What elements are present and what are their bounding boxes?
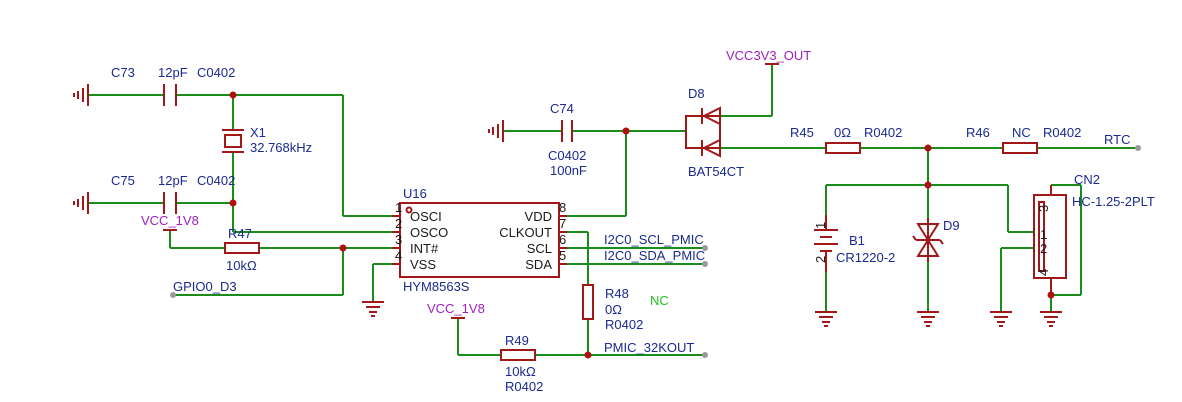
u16-pin7-name: CLKOUT xyxy=(499,225,552,240)
u16-pin5-name: SDA xyxy=(525,257,552,272)
u16-pin6-name: SCL xyxy=(527,241,552,256)
ground-u16-icon xyxy=(362,301,384,317)
b1-part: CR1220-2 xyxy=(836,250,895,265)
battery-b1-icon xyxy=(814,215,838,272)
u16-pin1-name: OSCI xyxy=(410,209,442,224)
vcc-1v8-label-lower: VCC_1V8 xyxy=(427,301,485,316)
crystal-x1-icon xyxy=(222,129,244,153)
ground-symbols xyxy=(73,84,1062,327)
c74-ref: C74 xyxy=(550,101,574,116)
ground-b1-icon xyxy=(815,311,837,327)
vcc-1v8-label-left: VCC_1V8 xyxy=(141,213,199,228)
u16-pin2-name: OSCO xyxy=(410,225,448,240)
r48-ref: R48 xyxy=(605,286,629,301)
r48-footprint: R0402 xyxy=(605,317,643,332)
c73-value: 12pF xyxy=(158,65,188,80)
b1-ref: B1 xyxy=(849,233,865,248)
d8-ref: D8 xyxy=(688,86,705,101)
u16-part: HYM8563S xyxy=(403,279,470,294)
r45-value: 0Ω xyxy=(834,125,851,140)
u16-ref: U16 xyxy=(403,186,427,201)
vcc3v3-out-label: VCC3V3_OUT xyxy=(726,48,811,63)
diode-d8-icon xyxy=(685,106,721,158)
ground-cn2-shield-icon xyxy=(1040,311,1062,327)
connector-cn2-icon xyxy=(1033,185,1067,295)
cn2-pin1-num: 1 xyxy=(1040,227,1047,242)
x1-ref: X1 xyxy=(250,125,266,140)
tvs-diode-d9-icon xyxy=(912,218,944,262)
c75-footprint: C0402 xyxy=(197,173,235,188)
r46-footprint: R0402 xyxy=(1043,125,1081,140)
r45-footprint: R0402 xyxy=(864,125,902,140)
resistor-r47-icon xyxy=(224,242,260,254)
i2c0-scl-net-label: I2C0_SCL_PMIC xyxy=(604,232,704,247)
r48-nc-note: NC xyxy=(650,293,669,308)
ground-c73-icon xyxy=(73,84,89,106)
r47-value: 10kΩ xyxy=(226,258,257,273)
cn2-ref: CN2 xyxy=(1074,172,1100,187)
u16-pin4-name: VSS xyxy=(410,257,436,272)
cn2-pin4-num: 4 xyxy=(1036,269,1051,276)
b1-pin1-num: 1 xyxy=(813,222,828,229)
u16-pin4-num: 4 xyxy=(395,248,402,263)
ic-u16-body xyxy=(399,202,560,278)
u16-pin6-num: 6 xyxy=(559,232,566,247)
u16-pin7-num: 7 xyxy=(559,216,566,231)
wires xyxy=(88,64,1138,356)
ground-d9-icon xyxy=(917,311,939,327)
resistor-r49-icon xyxy=(500,349,536,361)
u16-pin3-name: INT# xyxy=(410,241,439,256)
r49-ref: R49 xyxy=(505,333,529,348)
resistor-r45-icon xyxy=(825,142,861,154)
c75-ref: C75 xyxy=(111,173,135,188)
c74-value: 100nF xyxy=(550,163,587,178)
r49-footprint: R0402 xyxy=(505,379,543,394)
i2c0-sda-net-label: I2C0_SDA_PMIC xyxy=(604,248,705,263)
d9-ref: D9 xyxy=(943,218,960,233)
cn2-pin2-num: 2 xyxy=(1040,241,1047,256)
capacitor-c74-icon xyxy=(561,120,573,142)
r47-ref: R47 xyxy=(228,226,252,241)
resistor-r46-icon xyxy=(1002,142,1038,154)
u16-pin3-num: 3 xyxy=(395,232,402,247)
pin1-marker-icon xyxy=(405,206,413,214)
u16-pin8-num: 8 xyxy=(559,200,566,215)
capacitor-c73-icon xyxy=(163,84,177,106)
cn2-part: HC-1.25-2PLT xyxy=(1072,194,1155,209)
pmic-32kout-net-label: PMIC_32KOUT xyxy=(604,340,694,355)
c73-footprint: C0402 xyxy=(197,65,235,80)
rtc-net-label: RTC xyxy=(1104,132,1130,147)
r49-value: 10kΩ xyxy=(505,364,536,379)
ground-c75-icon xyxy=(73,192,89,214)
x1-value: 32.768kHz xyxy=(250,140,312,155)
u16-pin5-num: 5 xyxy=(559,248,566,263)
resistor-r48-icon xyxy=(582,284,594,320)
r46-value: NC xyxy=(1012,125,1031,140)
power-markers xyxy=(163,63,779,319)
r46-ref: R46 xyxy=(966,125,990,140)
c75-value: 12pF xyxy=(158,173,188,188)
net-port-ends xyxy=(170,145,1141,358)
u16-pin8-name: VDD xyxy=(525,209,552,224)
b1-pin2-num: 2 xyxy=(813,256,828,263)
r48-value: 0Ω xyxy=(605,302,622,317)
labels: C73 12pF C0402 X1 32.768kHz C75 12pF C04… xyxy=(111,48,1155,394)
capacitor-c75-icon xyxy=(163,192,177,214)
c74-footprint: C0402 xyxy=(548,148,586,163)
cn2-pin3-num: 3 xyxy=(1036,205,1051,212)
ground-c74-icon xyxy=(488,120,504,142)
d8-part: BAT54CT xyxy=(688,164,744,179)
r45-ref: R45 xyxy=(790,125,814,140)
gpio0-d3-net-label: GPIO0_D3 xyxy=(173,279,237,294)
ic-u16 xyxy=(392,202,567,278)
ground-cn2-pin2-icon xyxy=(990,311,1012,327)
c73-ref: C73 xyxy=(111,65,135,80)
u16-pin2-num: 2 xyxy=(395,216,402,231)
u16-pin1-num: 1 xyxy=(395,200,402,215)
